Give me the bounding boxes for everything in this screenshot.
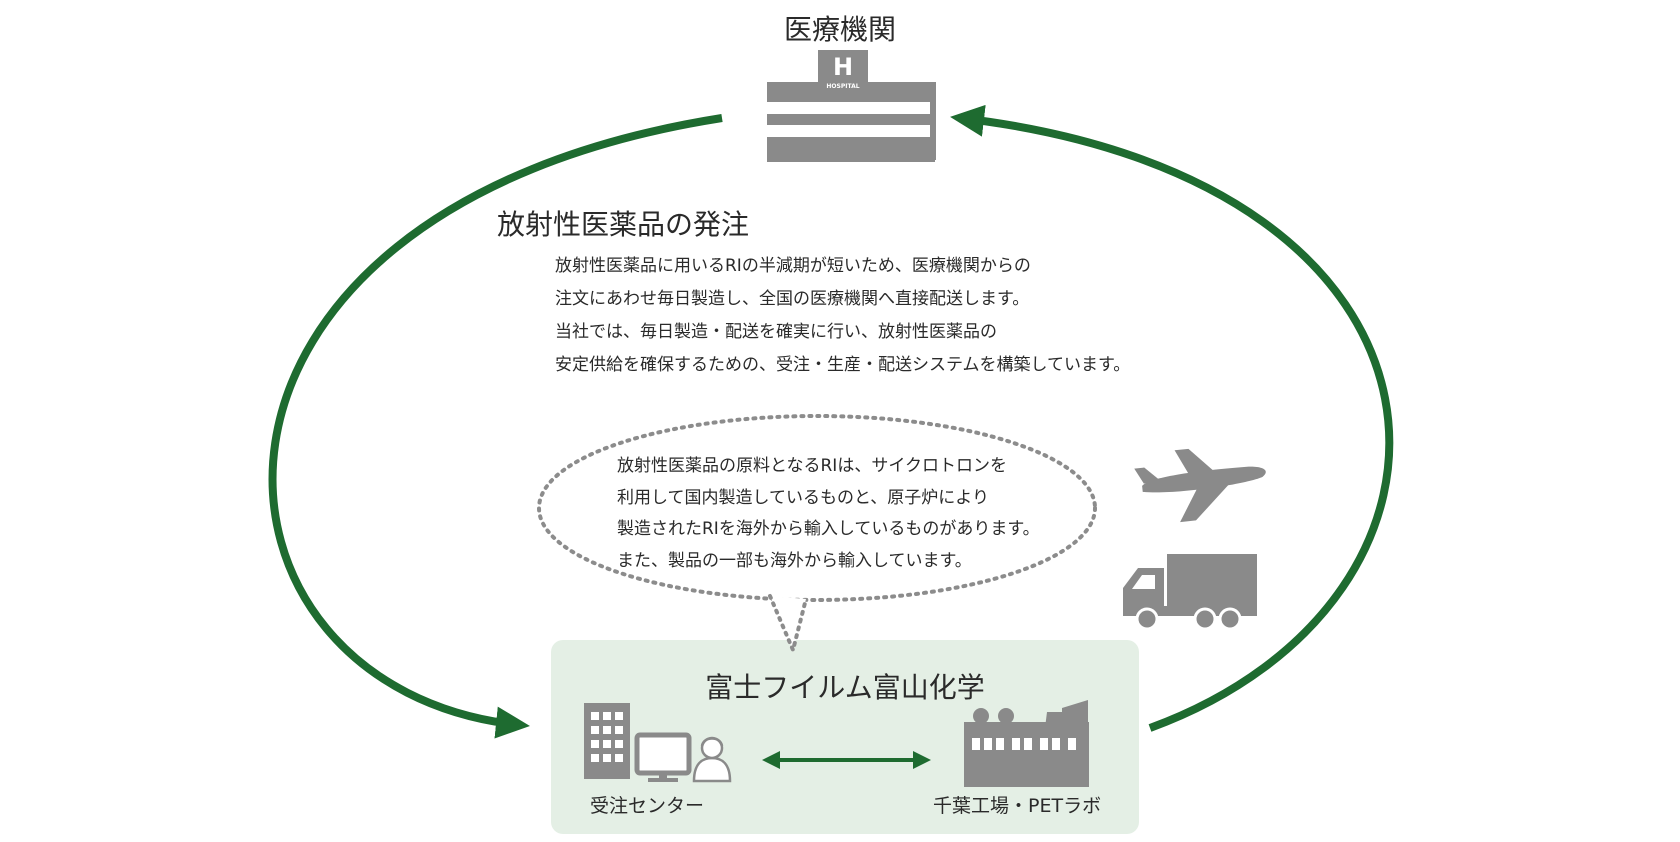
order-description-line: 注文にあわせ毎日製造し、全国の医療機関へ直接配送します。: [555, 289, 1030, 309]
factory-label: 千葉工場・PETラボ: [933, 795, 1102, 817]
hospital-sign-letter: H: [833, 53, 853, 81]
factory-icon: [964, 700, 1089, 787]
speech-bubble-line: 利用して国内製造しているものと、原子炉により: [617, 487, 989, 508]
truck-icon: [1123, 554, 1257, 631]
order-description: 放射性医薬品に用いるRIの半減期が短いため、医療機関からの 注文にあわせ毎日製造…: [555, 250, 1130, 382]
speech-bubble-line: また、製品の一部も海外から輸入しています。: [617, 550, 972, 571]
airplane-icon: [1134, 448, 1266, 523]
speech-bubble: [537, 414, 1097, 657]
order-description-line: 安定供給を確保するための、受注・生産・配送システムを構築しています。: [555, 355, 1131, 375]
speech-bubble-text: 放射性医薬品の原料となるRIは、サイクロトロンを 利用して国内製造しているものと…: [617, 451, 1040, 577]
order-heading: 放射性医薬品の発注: [497, 208, 750, 241]
computer-monitor-icon: [634, 732, 692, 782]
speech-bubble-line: 製造されたRIを海外から輸入しているものがあります。: [617, 519, 1040, 539]
order-center-label: 受注センター: [590, 795, 705, 817]
office-building-icon: [584, 703, 630, 779]
operator-person-icon: [692, 736, 732, 783]
company-title: 富士フイルム富山化学: [705, 671, 985, 704]
hospital-icon: H HOSPITAL: [766, 50, 936, 162]
order-description-line: 当社では、毎日製造・配送を確実に行い、放射性医薬品の: [555, 322, 997, 342]
delivery-flow-arrow: [950, 104, 1394, 732]
order-description-line: 放射性医薬品に用いるRIの半減期が短いため、医療機関からの: [555, 256, 1031, 276]
hospital-title: 医療機関: [783, 13, 896, 46]
hospital-sign-text: HOSPITAL: [826, 83, 859, 90]
order-flow-arrow: [268, 114, 723, 739]
speech-bubble-line: 放射性医薬品の原料となるRIは、サイクロトロンを: [617, 456, 1007, 476]
